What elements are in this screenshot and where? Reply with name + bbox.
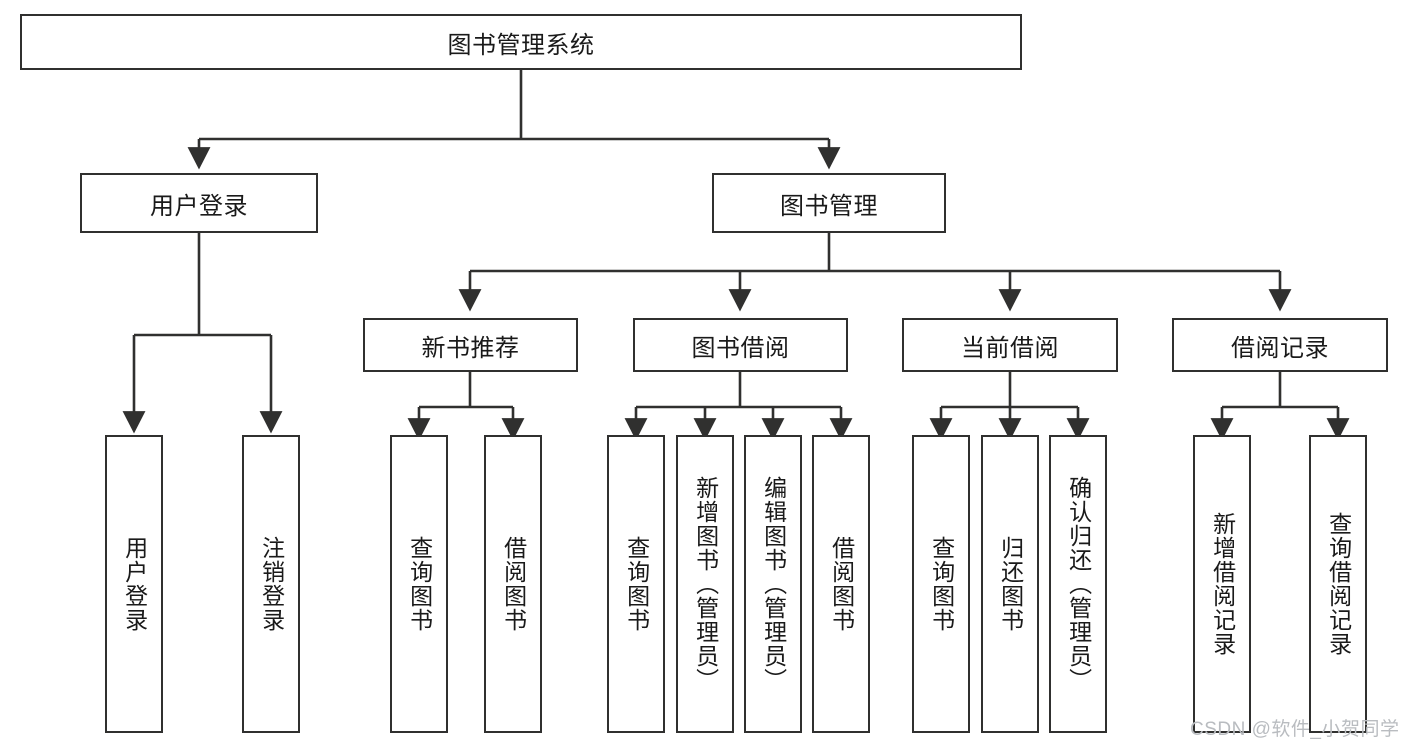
node-leaf-add-record[interactable]: 新增借阅记录 <box>1193 435 1251 733</box>
node-label: 图书借阅 <box>691 334 790 362</box>
node-book-borrow[interactable]: 图书借阅 <box>633 318 848 372</box>
node-leaf-edit-book[interactable]: 编辑图书（管理员） <box>744 435 802 733</box>
node-leaf-borrow-book-2[interactable]: 借阅图书 <box>812 435 870 733</box>
node-system-title[interactable]: 图书管理系统 <box>20 14 1022 70</box>
node-label: 图书管理系统 <box>447 31 595 59</box>
node-label: 借阅记录 <box>1231 334 1329 362</box>
node-leaf-confirm-return[interactable]: 确认归还（管理员） <box>1049 435 1107 733</box>
node-leaf-query-book-1[interactable]: 查询图书 <box>390 435 448 733</box>
node-label: 借阅图书 <box>828 536 855 632</box>
node-label: 新书推荐 <box>421 334 520 362</box>
node-user-login[interactable]: 用户登录 <box>80 173 318 233</box>
node-label: 查询图书 <box>623 536 650 632</box>
node-label: 查询借阅记录 <box>1325 512 1352 656</box>
node-label: 归还图书 <box>997 536 1024 632</box>
node-label: 确认归还（管理员） <box>1065 476 1092 692</box>
node-leaf-query-record[interactable]: 查询借阅记录 <box>1309 435 1367 733</box>
node-leaf-add-book[interactable]: 新增图书（管理员） <box>676 435 734 733</box>
node-label: 注销登录 <box>258 536 285 632</box>
node-leaf-query-book-3[interactable]: 查询图书 <box>912 435 970 733</box>
node-current-borrow[interactable]: 当前借阅 <box>902 318 1118 372</box>
node-leaf-logout[interactable]: 注销登录 <box>242 435 300 733</box>
node-label: 查询图书 <box>406 536 433 632</box>
node-new-book-recommend[interactable]: 新书推荐 <box>363 318 578 372</box>
node-leaf-user-login[interactable]: 用户登录 <box>105 435 163 733</box>
node-label: 用户登录 <box>121 536 148 632</box>
node-label: 当前借阅 <box>961 334 1059 362</box>
node-book-management[interactable]: 图书管理 <box>712 173 946 233</box>
node-borrow-record[interactable]: 借阅记录 <box>1172 318 1388 372</box>
node-label: 新增图书（管理员） <box>692 476 719 692</box>
csdn-watermark: CSDN @软件_小贺同学 <box>1190 719 1400 740</box>
node-leaf-return-book[interactable]: 归还图书 <box>981 435 1039 733</box>
node-label: 新增借阅记录 <box>1209 512 1236 656</box>
node-leaf-query-book-2[interactable]: 查询图书 <box>607 435 665 733</box>
node-leaf-borrow-book-1[interactable]: 借阅图书 <box>484 435 542 733</box>
node-label: 查询图书 <box>928 536 955 632</box>
node-label: 用户登录 <box>150 192 248 220</box>
node-label: 借阅图书 <box>500 536 527 632</box>
node-label: 编辑图书（管理员） <box>760 476 787 692</box>
node-label: 图书管理 <box>780 192 878 220</box>
